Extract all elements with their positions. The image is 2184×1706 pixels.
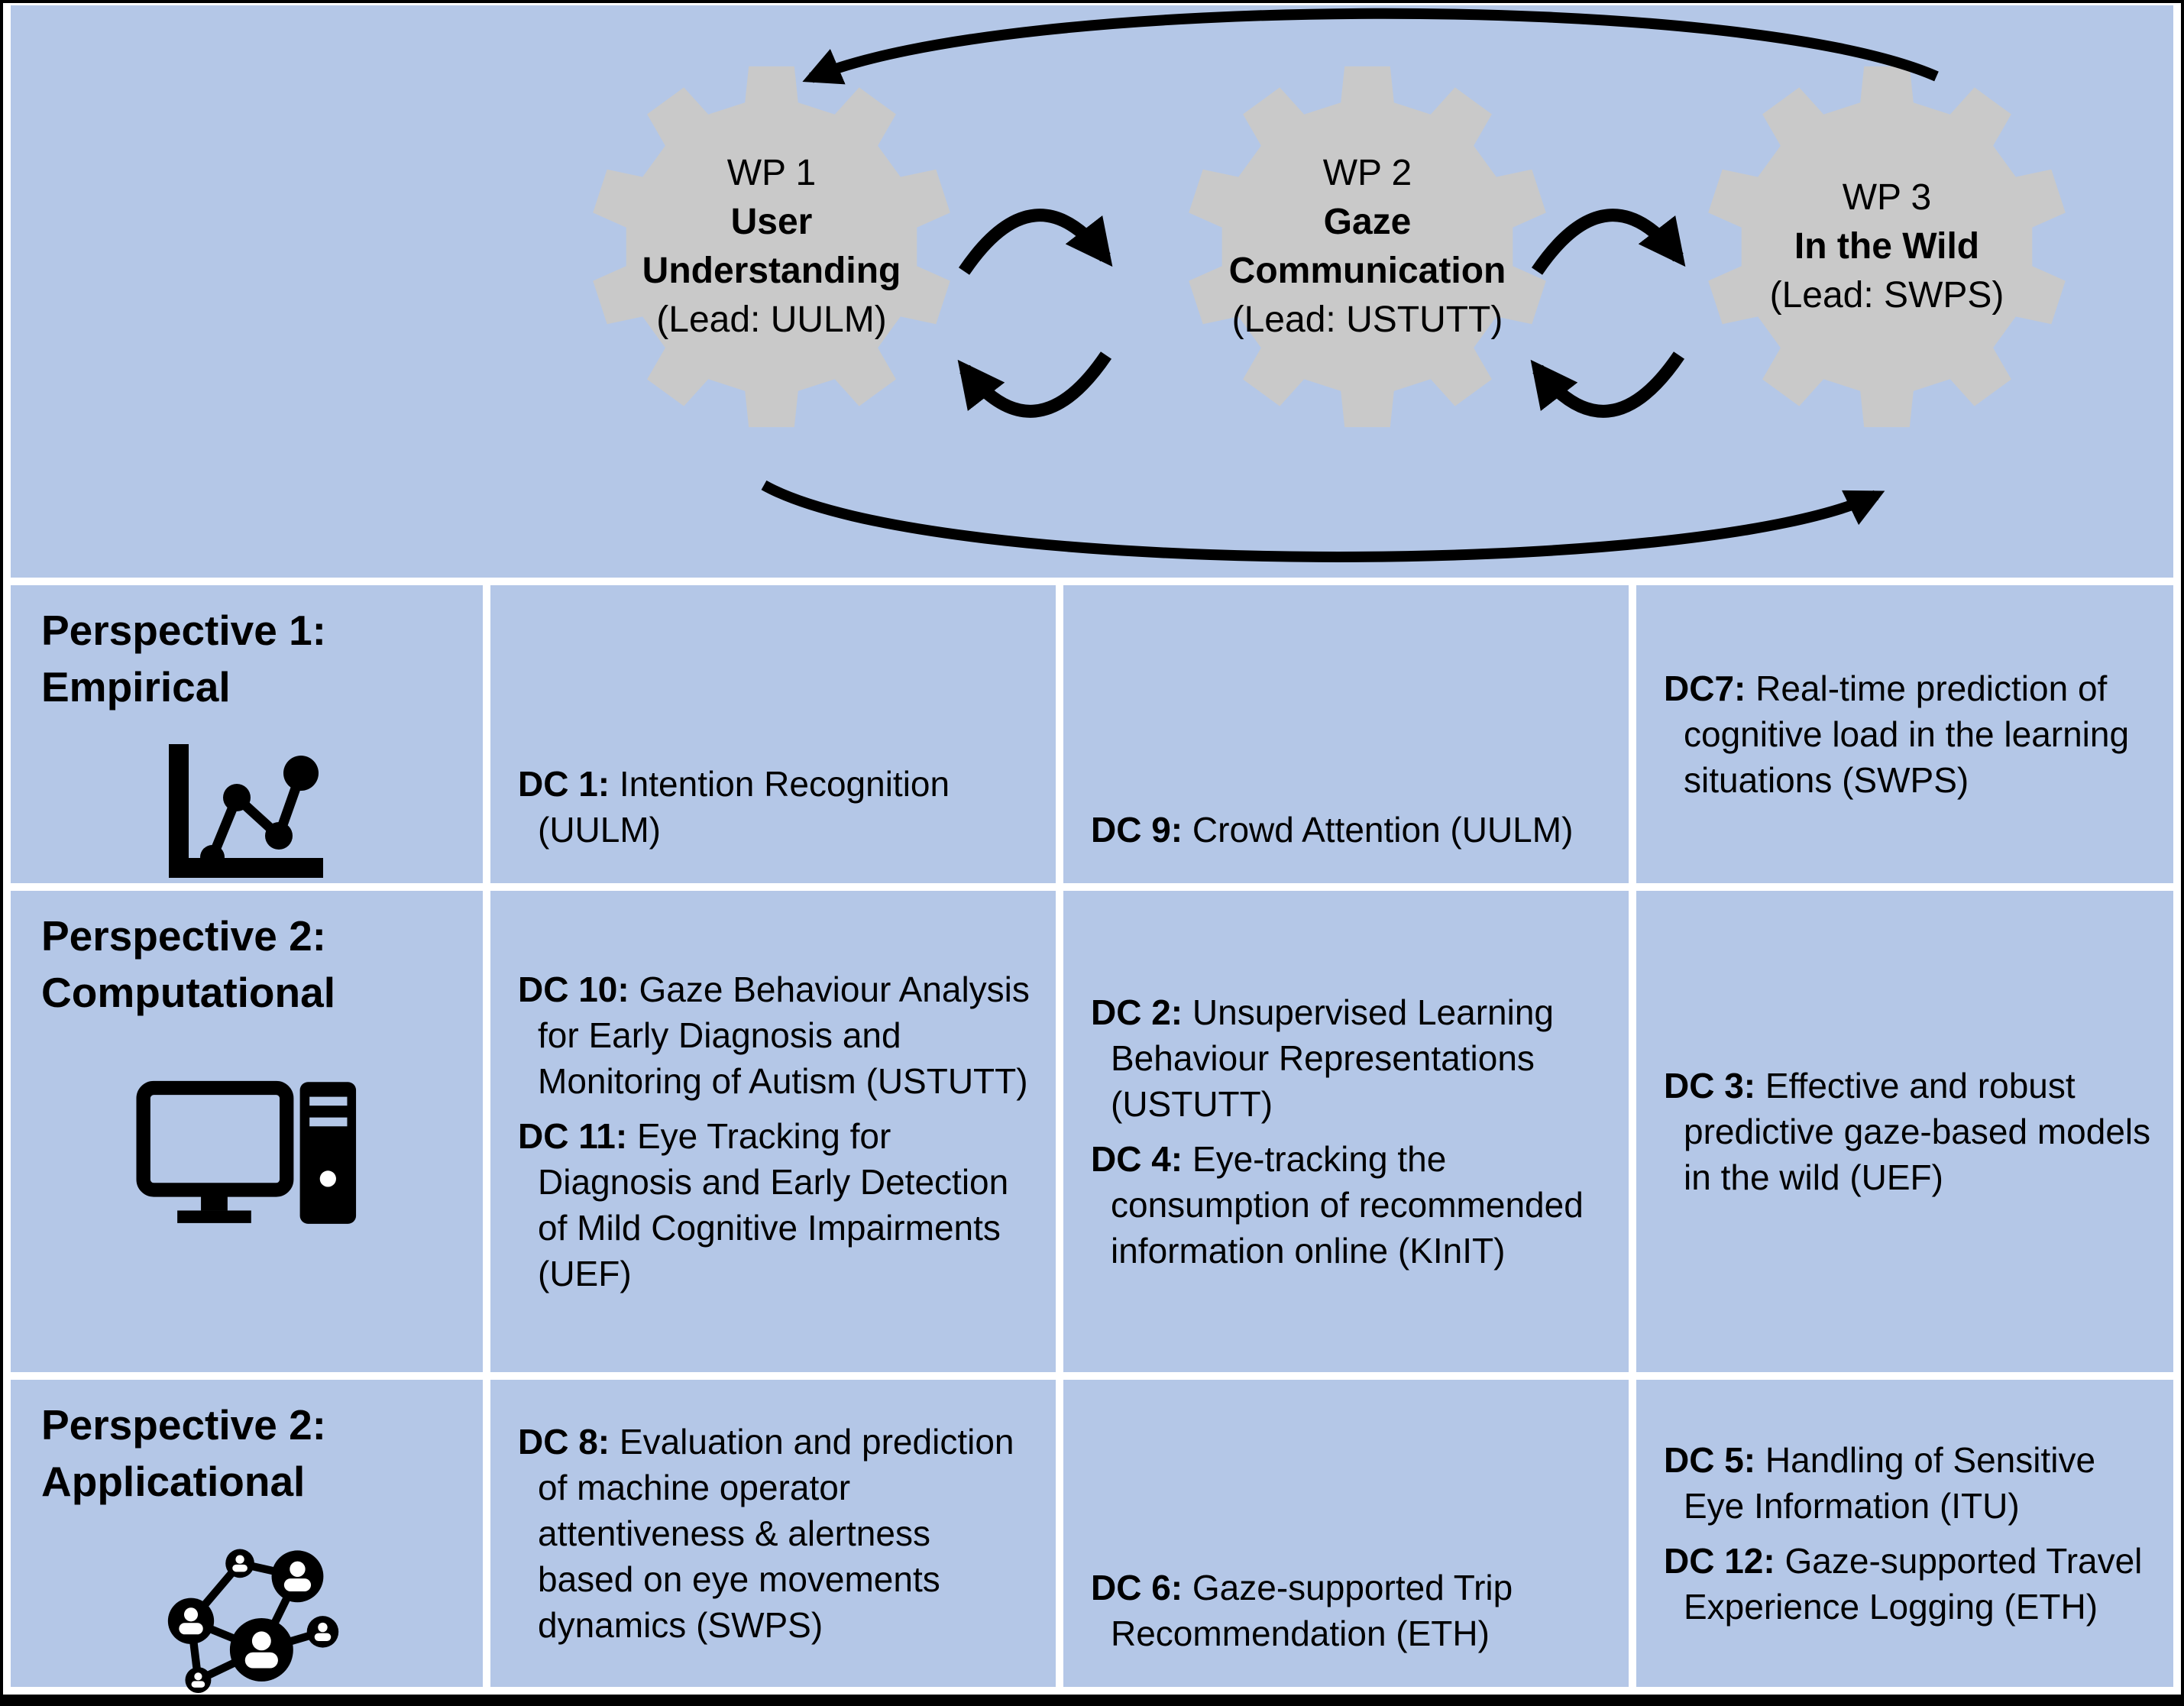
dc-item: DC 8: Evaluation and prediction of machi… (518, 1419, 1034, 1648)
gears-and-arrows-graphic (593, 8, 2066, 562)
dc-text: Handling of Sensitive Eye Information (I… (1684, 1440, 2096, 1526)
gear-wp2 (1189, 66, 1546, 428)
dc-item: DC 6: Gaze-supported Trip Recommendation… (1091, 1565, 1607, 1656)
gear-wp1 (593, 66, 950, 428)
perspective-2-line2: Computational (41, 969, 335, 1016)
cell-applicational-wp2: DC 6: Gaze-supported Trip Recommendation… (1063, 1380, 1629, 1687)
cell-applicational-wp3: DC 5: Handling of Sensitive Eye Informat… (1636, 1380, 2173, 1687)
perspective-1-line1: Perspective 1: (41, 607, 326, 654)
loop-arrow-top-icon (802, 8, 1939, 85)
wp3-title: In the Wild (1794, 226, 1980, 267)
dc-number: DC 11: (518, 1116, 628, 1156)
dc-text: Gaze Behaviour Analysis for Early Diagno… (538, 970, 1030, 1101)
wp2-lead: (Lead: USTUTT) (1231, 299, 1503, 340)
dc-text: Unsupervised Learning Behaviour Represen… (1111, 992, 1554, 1124)
dc-number: DC 10: (518, 970, 629, 1009)
cycle-arrow-wp1-wp2-top-icon (958, 209, 1113, 275)
cell-empirical-wp1: DC 1: Intention Recognition (UULM) (490, 585, 1056, 883)
wp3-id: WP 3 (1842, 177, 1932, 218)
dc-text: Effective and robust predictive gaze-bas… (1684, 1066, 2151, 1197)
perspective-3-heading: Perspective 2: Applicational (11, 1380, 483, 1510)
people-network-icon (154, 1542, 341, 1698)
gear-wp3 (1708, 66, 2066, 428)
wp1-id: WP 1 (726, 153, 817, 193)
perspective-1-line2: Empirical (41, 663, 231, 711)
dc-item: DC 9: Crowd Attention (UULM) (1091, 807, 1607, 853)
dc-text: Eye-tracking the consumption of recommen… (1111, 1139, 1584, 1271)
dc-item: DC 2: Unsupervised Learning Behaviour Re… (1091, 989, 1607, 1127)
dc-item: DC 1: Intention Recognition (UULM) (518, 761, 1034, 853)
dc-item: DC 10: Gaze Behaviour Analysis for Early… (518, 966, 1034, 1104)
perspective-3-line1: Perspective 2: (41, 1401, 326, 1449)
dc-number: DC 5: (1664, 1440, 1756, 1480)
desktop-computer-icon (136, 1080, 358, 1232)
dc-item: DC 12: Gaze-supported Travel Experience … (1664, 1538, 2152, 1630)
dc-item: DC 11: Eye Tracking for Diagnosis and Ea… (518, 1113, 1034, 1296)
dc-text: Intention Recognition (UULM) (538, 764, 950, 850)
perspective-2-heading: Perspective 2: Computational (11, 891, 483, 1021)
dc-text: Gaze-supported Travel Experience Logging… (1684, 1541, 2143, 1627)
dc-number: DC 3: (1664, 1066, 1756, 1106)
perspective-2-computational-cell: Perspective 2: Computational (11, 891, 483, 1372)
cell-empirical-wp2: DC 9: Crowd Attention (UULM) (1063, 585, 1629, 883)
dc-number: DC 9: (1091, 810, 1183, 850)
perspective-2-applicational-cell: Perspective 2: Applicational (11, 1380, 483, 1693)
cell-computational-wp1: DC 10: Gaze Behaviour Analysis for Early… (490, 891, 1056, 1372)
perspective-3-line2: Applicational (41, 1458, 306, 1505)
cycle-arrow-wp2-wp3-bottom-icon (1530, 351, 1685, 418)
wp2-id: WP 2 (1322, 153, 1412, 193)
perspective-1-cell: Perspective 1: Empirical (11, 585, 483, 883)
wp2-title: Gaze Communication (1228, 202, 1506, 291)
dc-number: DC7: (1664, 668, 1746, 708)
wp3-lead: (Lead: SWPS) (1769, 275, 2004, 316)
dc-text: Crowd Attention (UULM) (1192, 810, 1574, 850)
cell-empirical-wp3: DC7: Real-time prediction of cognitive l… (1636, 585, 2173, 883)
dc-number: DC 4: (1091, 1139, 1183, 1179)
perspective-1-heading: Perspective 1: Empirical (11, 585, 483, 715)
wp2-label: WP 2 Gaze Communication (Lead: USTUTT) (1199, 65, 1535, 429)
wp1-label: WP 1 User Understanding (Lead: UULM) (603, 65, 940, 429)
dc-number: DC 1: (518, 764, 610, 804)
cell-computational-wp3: DC 3: Effective and robust predictive ga… (1636, 891, 2173, 1372)
perspective-2-line1: Perspective 2: (41, 912, 326, 960)
dc-item: DC7: Real-time prediction of cognitive l… (1664, 665, 2152, 803)
dc-item: DC 3: Effective and robust predictive ga… (1664, 1063, 2152, 1200)
dc-number: DC 8: (518, 1422, 610, 1462)
dc-text: Gaze-supported Trip Recommendation (ETH) (1111, 1568, 1513, 1653)
cell-applicational-wp1: DC 8: Evaluation and prediction of machi… (490, 1380, 1056, 1687)
cycle-arrow-wp1-wp2-bottom-icon (957, 351, 1112, 418)
line-chart-icon (167, 744, 327, 882)
dc-item: DC 5: Handling of Sensitive Eye Informat… (1664, 1437, 2152, 1529)
dc-number: DC 2: (1091, 992, 1183, 1032)
dc-text: Real-time prediction of cognitive load i… (1684, 668, 2130, 800)
dc-item: DC 4: Eye-tracking the consumption of re… (1091, 1136, 1607, 1274)
wp3-label: WP 3 In the Wild (Lead: SWPS) (1719, 65, 2055, 429)
dc-text: Evaluation and prediction of machine ope… (538, 1422, 1014, 1645)
wp1-title: User Understanding (642, 202, 901, 291)
dc-text: Eye Tracking for Diagnosis and Early Det… (538, 1116, 1009, 1293)
loop-arrow-bottom-icon (761, 480, 1885, 562)
cell-computational-wp2: DC 2: Unsupervised Learning Behaviour Re… (1063, 891, 1629, 1372)
dc-number: DC 6: (1091, 1568, 1183, 1607)
wp1-lead: (Lead: UULM) (656, 299, 887, 340)
cycle-arrow-wp2-wp3-top-icon (1531, 209, 1686, 275)
dc-number: DC 12: (1664, 1541, 1775, 1581)
